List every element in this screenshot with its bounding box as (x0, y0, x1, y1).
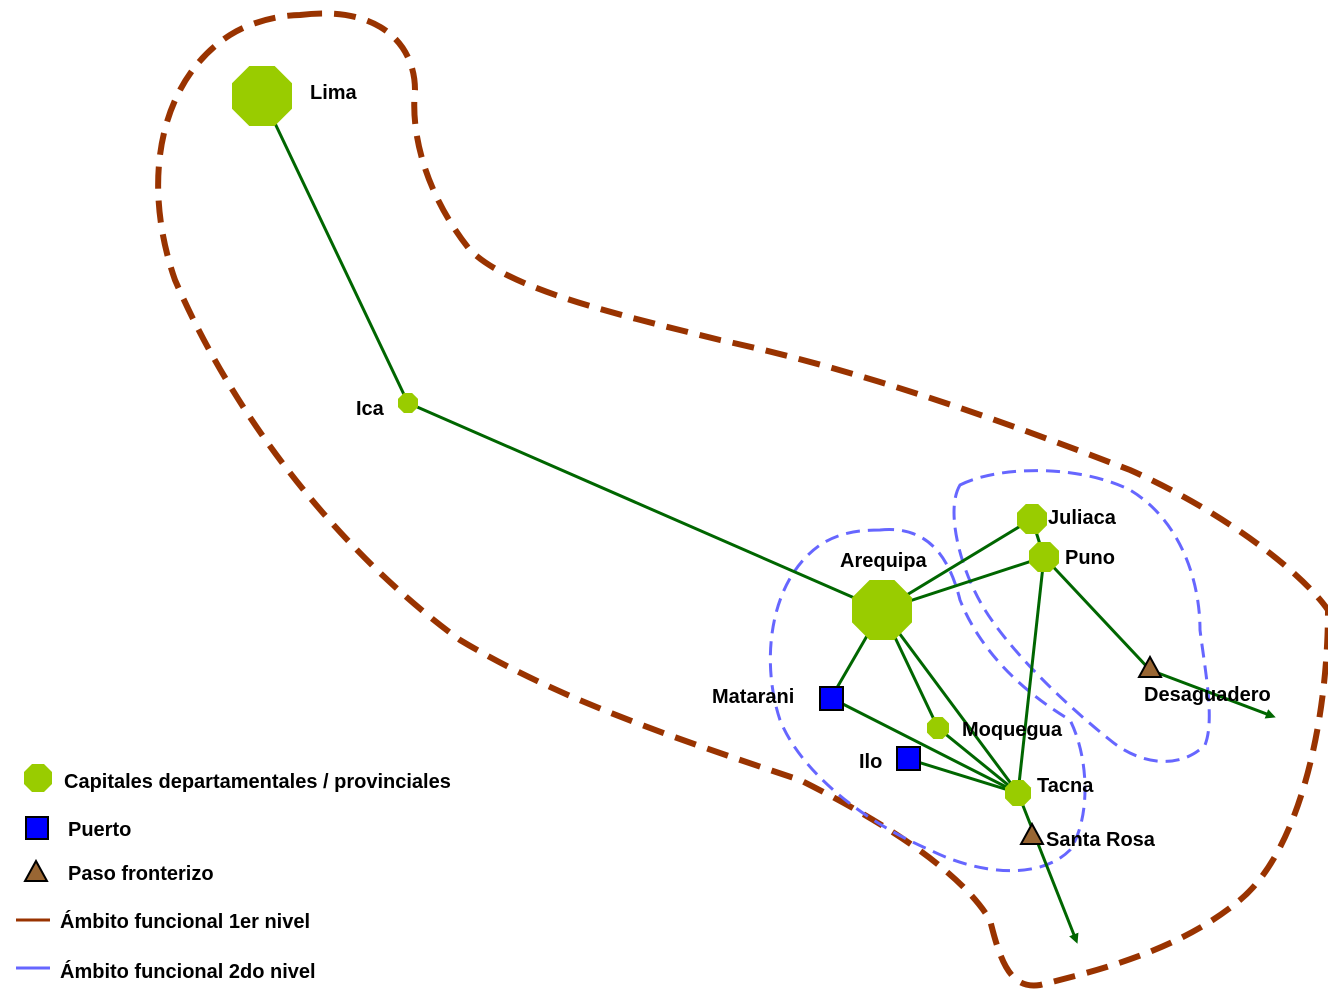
node-santa-rosa (1019, 821, 1045, 845)
legend-level1-label: Ámbito funcional 1er nivel (60, 910, 310, 933)
label-arequipa: Arequipa (840, 550, 928, 572)
legend-border-label: Paso fronterizo (68, 863, 214, 885)
link-tacna-chile (1016, 792, 1079, 944)
level2-boundary-arequipa (768, 528, 1087, 873)
link-arequipa-tacna (880, 609, 1020, 794)
legend: Capitales departamentales / provinciales… (16, 764, 451, 983)
links (260, 95, 1276, 944)
node-ilo (896, 746, 921, 771)
label-desaguadero: Desaguadero (1144, 684, 1271, 706)
node-tacna (1005, 780, 1031, 806)
label-santa-rosa: Santa Rosa (1046, 829, 1156, 851)
link-ilo-tacna (907, 757, 1019, 795)
link-ica-arequipa (407, 401, 883, 612)
legend-port-symbol (25, 816, 49, 840)
node-arequipa (852, 580, 912, 640)
label-juliaca: Juliaca (1048, 507, 1117, 529)
legend-level2-label: Ámbito funcional 2do nivel (60, 960, 316, 983)
link-puno-desaguadero (1042, 555, 1152, 672)
link-lima-ica (260, 95, 410, 404)
label-puno: Puno (1065, 547, 1115, 569)
legend-port-label: Puerto (68, 819, 131, 841)
node-puno (1029, 542, 1059, 572)
link-desaguadero-bolivia (1149, 668, 1276, 719)
label-moquegua: Moquegua (962, 719, 1063, 741)
link-puno-tacna (1016, 556, 1046, 794)
link-moquegua-tacna (937, 726, 1019, 795)
node-matarani (819, 686, 844, 711)
legend-capital-symbol (24, 764, 52, 792)
node-desaguadero (1137, 654, 1163, 678)
link-matarani-tacna (830, 696, 1019, 795)
label-tacna: Tacna (1037, 775, 1094, 797)
node-juliaca (1017, 504, 1047, 534)
label-ilo: Ilo (859, 751, 882, 773)
legend-capitals-label: Capitales departamentales / provinciales (64, 771, 451, 793)
capital-nodes (232, 66, 1059, 806)
node-moquegua (927, 717, 949, 739)
node-ica (398, 393, 418, 413)
node-lima (232, 66, 292, 126)
legend-border-symbol (23, 858, 49, 882)
label-matarani: Matarani (712, 686, 794, 708)
label-lima: Lima (310, 82, 358, 104)
level2-boundary-puno (952, 469, 1211, 763)
label-ica: Ica (356, 398, 385, 420)
level1-boundary (155, 10, 1328, 989)
